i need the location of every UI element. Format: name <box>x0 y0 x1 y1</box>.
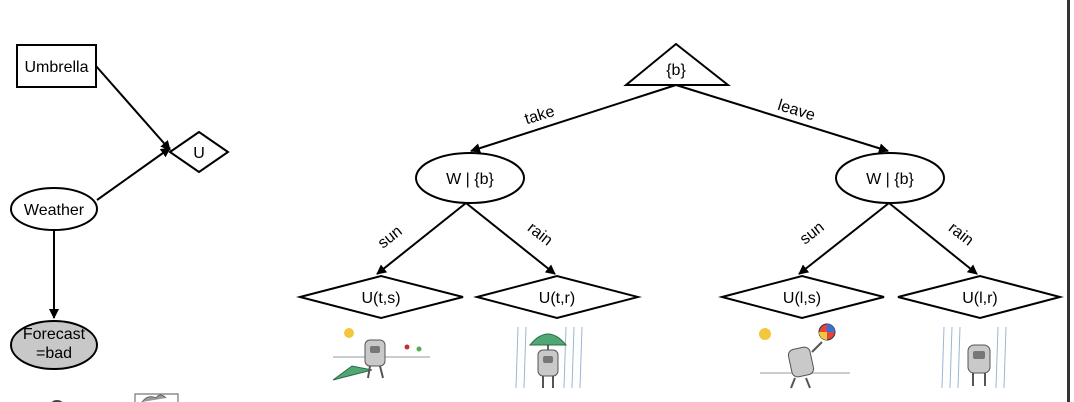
weather-label: Weather <box>24 202 85 219</box>
rain-icon <box>515 326 583 389</box>
utility-leaf-take-rain <box>473 274 642 320</box>
rain-label-leave: rain <box>945 220 976 250</box>
chance-node-take <box>415 152 525 204</box>
partial-cloud-icon <box>141 394 167 402</box>
sun-icon <box>759 328 771 340</box>
rain-icon <box>941 326 1007 389</box>
edge-leave <box>675 84 889 154</box>
umbrella-label: Umbrella <box>24 59 88 76</box>
flower-icon <box>404 344 410 350</box>
chance-node-leave <box>835 152 945 204</box>
utility-label: U <box>193 145 205 162</box>
edge-take <box>470 84 677 154</box>
edge-leave-sun <box>798 202 890 275</box>
utility-leaf-leave-sun <box>718 274 885 320</box>
closed-umbrella-icon <box>332 365 373 381</box>
decision-tree: {b} take leave sun rain sun rain W | {b}… <box>296 42 1064 320</box>
root-label: {b} <box>666 62 686 79</box>
chance-label-leave: W | {b} <box>866 171 914 188</box>
rain-label-take: rain <box>524 220 555 250</box>
umbrella-decision-node <box>16 44 97 88</box>
edge-weather-to-utility <box>96 147 171 201</box>
robot-rain-wet-illustration <box>941 326 1007 389</box>
utility-node <box>168 130 230 174</box>
edge-take-sun <box>376 202 467 275</box>
chance-label-take: W | {b} <box>446 171 494 188</box>
robot-sun-beachball-illustration <box>759 323 850 389</box>
forecast-label-line2: =bad <box>36 345 72 362</box>
edge-umbrella-to-utility <box>95 65 171 151</box>
utility-leaf-leave-rain <box>897 274 1064 320</box>
robot-icon <box>787 346 815 378</box>
robot-rain-umbrella-illustration <box>515 326 583 389</box>
leaf-label-ts: U(t,s) <box>361 290 400 307</box>
open-umbrella-icon <box>528 333 568 346</box>
edge-leave-rain <box>888 202 978 275</box>
root-decision-node <box>623 42 731 86</box>
influence-diagram: Umbrella U Weather Forecast =bad <box>10 44 230 402</box>
leave-label: leave <box>776 97 818 124</box>
sun-label-take: sun <box>375 223 406 252</box>
forecast-evidence-node <box>10 320 98 370</box>
leaf-label-ls: U(l,s) <box>783 290 821 307</box>
window-edge-divider <box>1067 0 1070 402</box>
sun-label-leave: sun <box>797 219 828 248</box>
weather-chance-node <box>10 187 98 231</box>
leaf-label-lr: U(l,r) <box>962 290 998 307</box>
forecast-label-line1: Forecast <box>23 326 86 343</box>
sun-icon <box>344 328 354 338</box>
partial-robot-icon <box>134 393 179 402</box>
edge-take-rain <box>465 202 556 275</box>
robot-sun-umbrella-illustration <box>332 328 430 381</box>
leaf-label-tr: U(t,r) <box>539 290 575 307</box>
utility-leaf-take-sun <box>296 274 464 320</box>
